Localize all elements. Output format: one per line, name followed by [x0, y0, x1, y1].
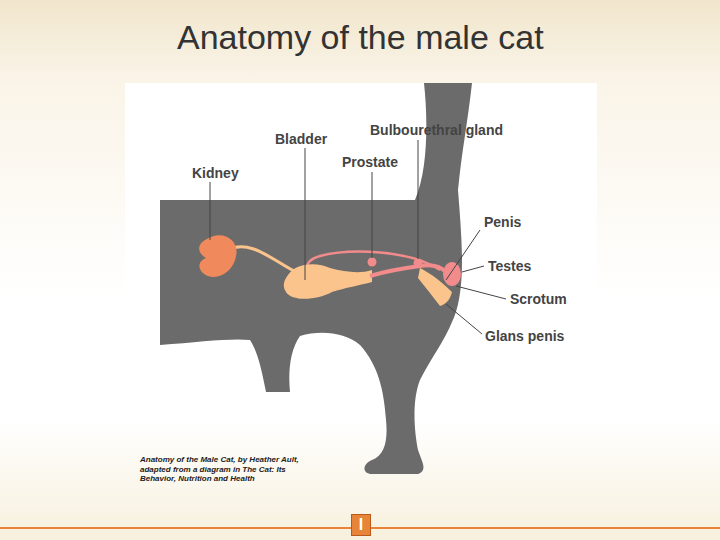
figure-caption: Anatomy of the Male Cat, by Heather Ault…: [140, 455, 300, 484]
part-label: Bladder: [275, 131, 327, 147]
part-label: Penis: [484, 214, 521, 230]
part-label: Prostate: [342, 154, 398, 170]
cat-silhouette: [160, 83, 472, 474]
testes: [443, 262, 461, 286]
logo-mark: I: [351, 514, 371, 536]
bulbourethral-gland: [414, 259, 423, 268]
kidney: [199, 235, 236, 277]
part-label: Scrotum: [510, 291, 567, 307]
urethra: [370, 265, 446, 276]
leader-lines: [210, 140, 506, 334]
bladder: [284, 264, 372, 299]
part-label: Kidney: [192, 165, 239, 181]
part-label: Bulbourethral gland: [370, 122, 503, 138]
part-label: Testes: [488, 258, 531, 274]
ureter: [228, 247, 296, 272]
part-label: Glans penis: [485, 328, 564, 344]
slide-title: Anatomy of the male cat: [177, 18, 544, 57]
prostate: [368, 258, 377, 267]
